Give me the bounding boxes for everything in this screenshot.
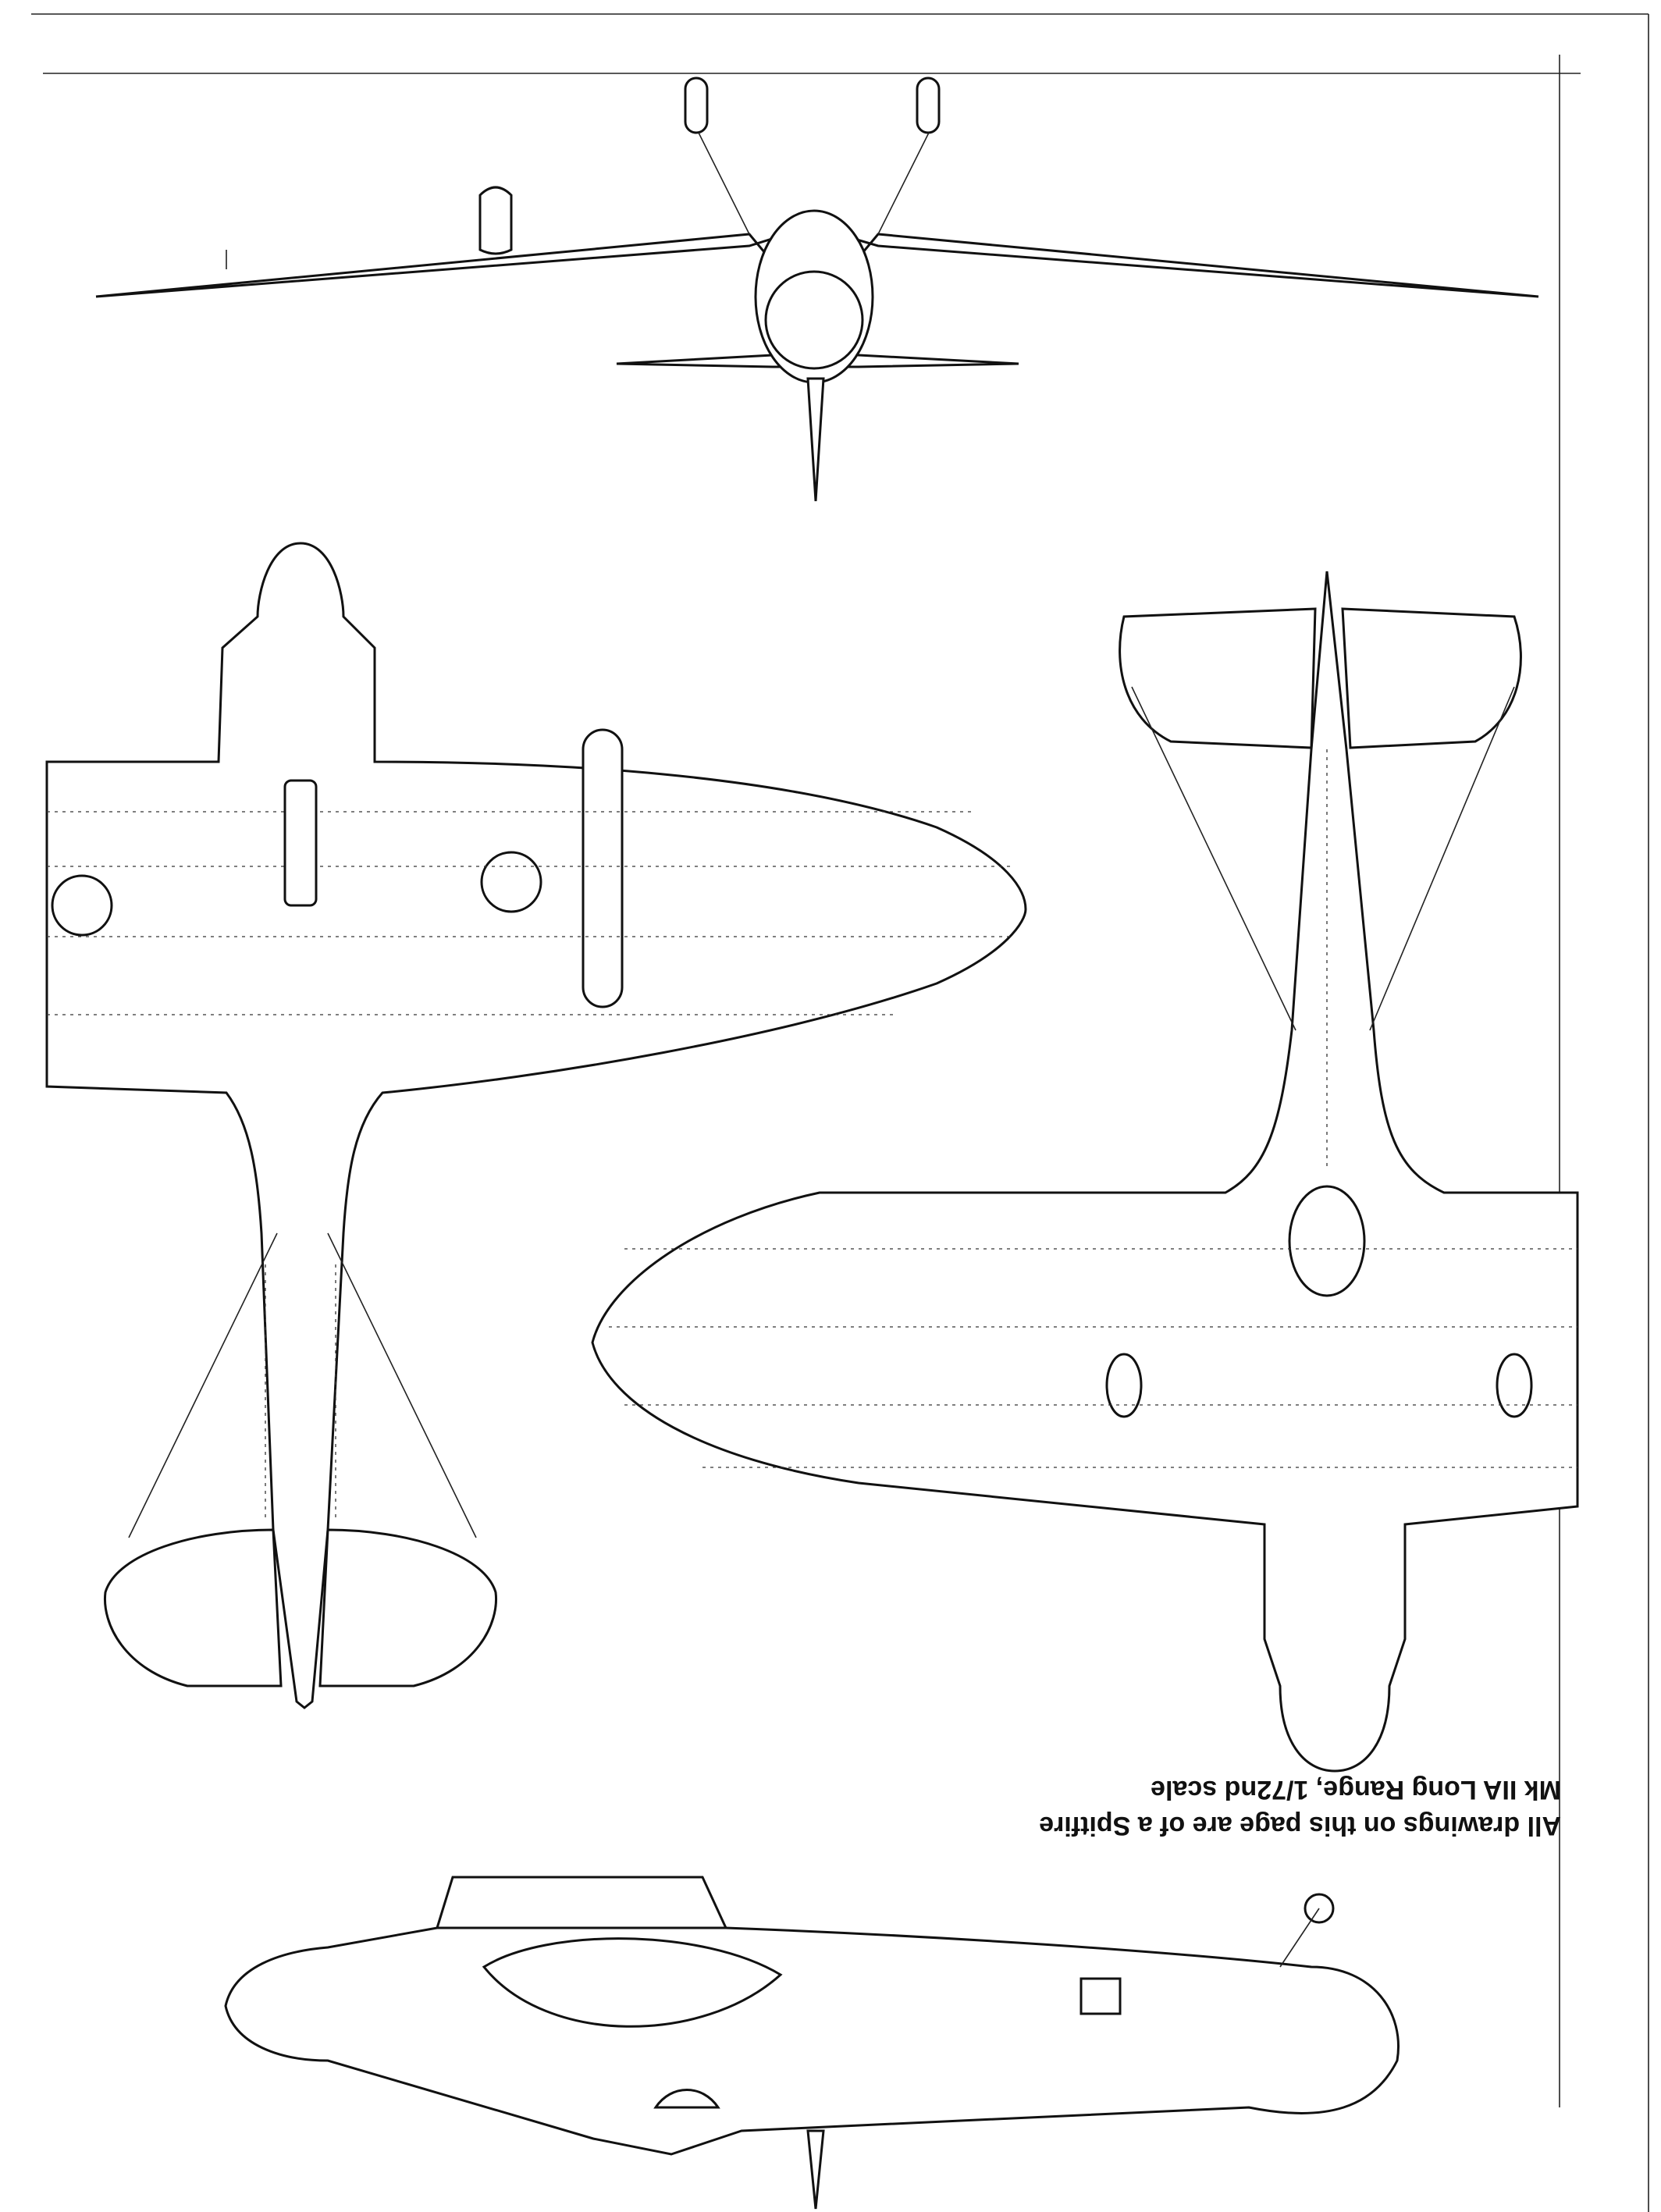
scale-caption: All drawings on this page are of a Spitf…	[781, 1772, 1561, 1844]
side-view-drawing	[224, 1876, 1400, 2210]
planform-view-right-drawing	[591, 571, 1579, 1773]
caption-line-2: Mk IIA Long Range, 1/72nd scale	[1151, 1775, 1561, 1805]
planform-view-left-drawing	[45, 542, 1027, 1709]
sheet-frame	[31, 13, 1649, 2212]
caption-line-1: All drawings on this page are of a Spitf…	[1039, 1811, 1561, 1840]
front-view-drawing	[95, 76, 1539, 502]
